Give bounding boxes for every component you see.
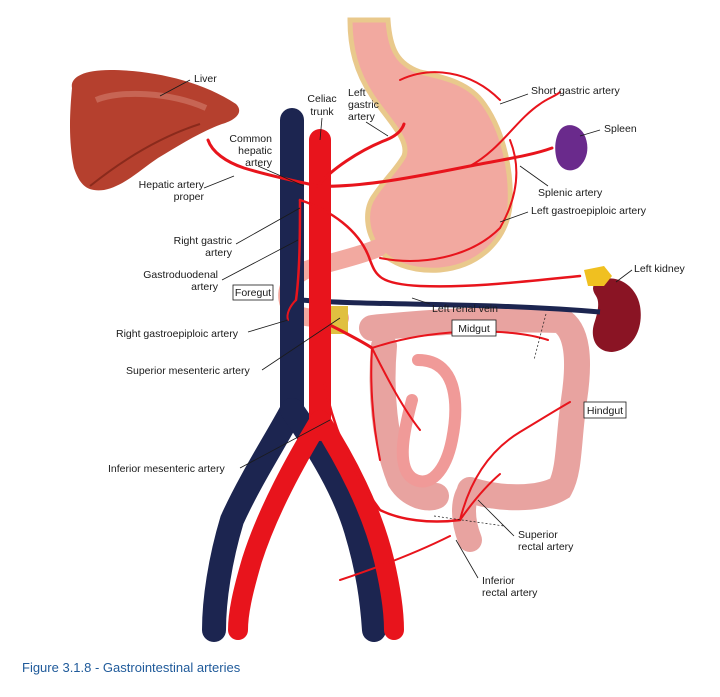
label-hepatic-proper-2: proper [174,191,205,203]
label-short-gastric: Short gastric artery [531,85,620,97]
label-spleen: Spleen [604,123,637,135]
label-common-hepatic-2: hepatic [238,145,272,157]
left-renal-vein [299,297,601,315]
svg-text:Midgut: Midgut [458,323,490,335]
label-celiac-1: Celiac [307,93,336,105]
spleen [555,125,588,171]
label-superior-mesenteric: Superior mesenteric artery [126,365,250,377]
label-right-gastroepiploic: Right gastroepiploic artery [116,328,239,340]
adrenal-gland [584,266,612,286]
svg-text:Foregut: Foregut [235,287,271,299]
midgut-box: Midgut [451,319,497,337]
label-inferior-rectal-2: rectal artery [482,587,538,599]
label-inferior-rectal-1: Inferior [482,575,515,587]
label-common-hepatic-1: Common [229,133,272,145]
label-gastroduodenal-1: Gastroduodenal [143,269,218,281]
label-common-hepatic-3: artery [245,157,273,169]
foregut-box: Foregut [232,284,274,301]
left-kidney [584,266,641,352]
aorta [228,129,404,640]
label-inferior-mesenteric: Inferior mesenteric artery [108,463,225,475]
label-gastroduodenal-2: artery [191,281,219,293]
label-left-gastroepiploic: Left gastroepiploic artery [531,205,647,217]
label-left-gastric-1: Left [348,87,366,99]
label-left-kidney: Left kidney [634,263,686,275]
label-right-gastric-2: artery [205,247,233,259]
hindgut-box: Hindgut [583,401,627,419]
label-liver: Liver [194,73,217,85]
liver [70,70,240,191]
label-celiac-2: trunk [310,106,334,118]
leader-lines [159,79,633,579]
label-left-renal-vein: Left renal vein [432,303,498,315]
label-superior-rectal-2: rectal artery [518,541,574,553]
label-superior-rectal-1: Superior [518,529,558,541]
label-splenic: Splenic artery [538,187,603,199]
label-left-gastric-3: artery [348,111,376,123]
figure-caption: Figure 3.1.8 - Gastrointestinal arteries [22,660,241,675]
svg-text:Hindgut: Hindgut [587,405,623,417]
small-intestine [396,354,462,488]
label-right-gastric-1: Right gastric [174,235,232,247]
label-left-gastric-2: gastric [348,99,379,111]
labels: Liver Celiac trunk Left gastric artery C… [108,73,686,599]
label-hepatic-proper-1: Hepatic artery [139,179,205,191]
